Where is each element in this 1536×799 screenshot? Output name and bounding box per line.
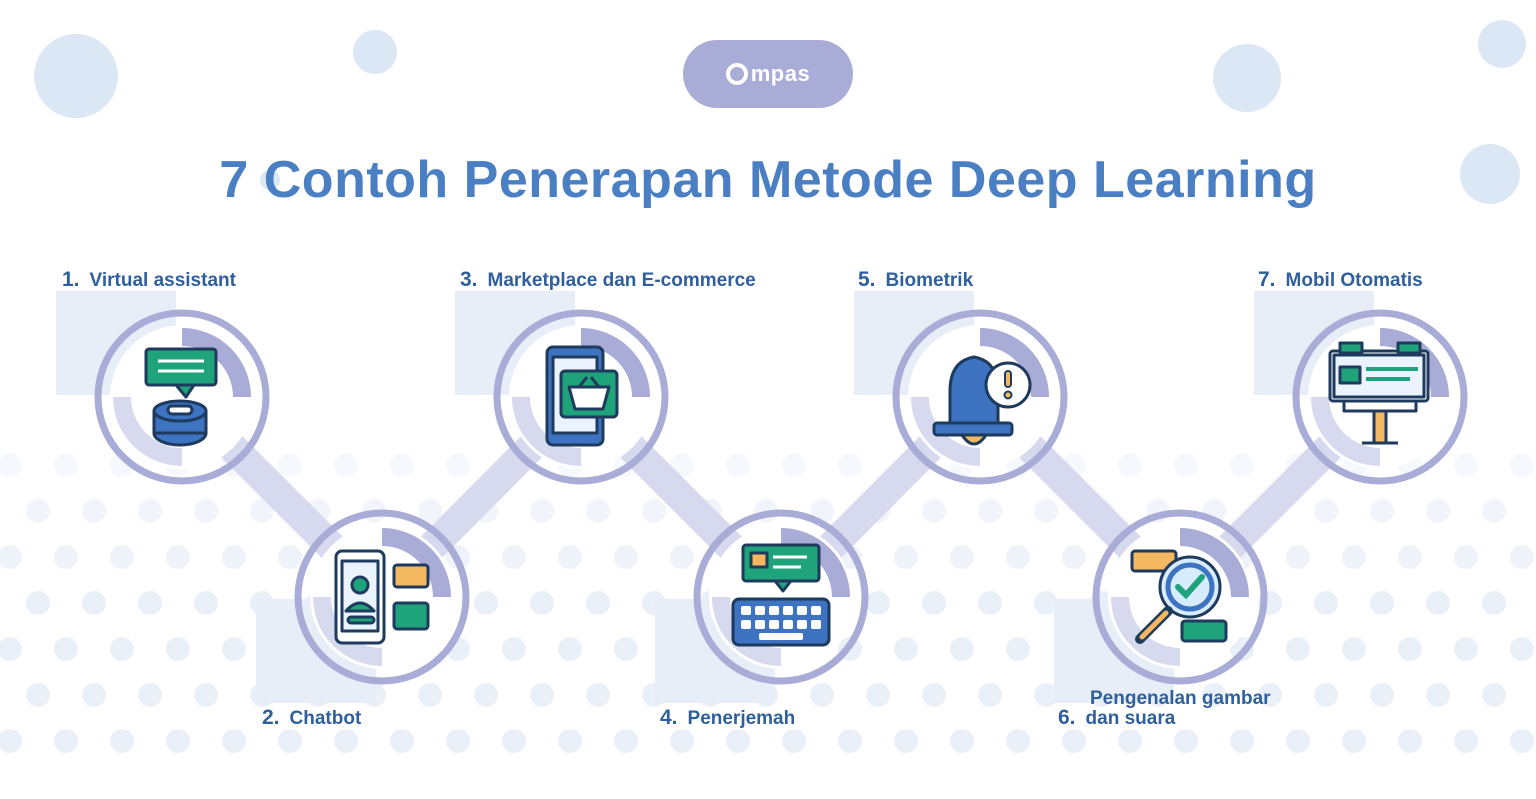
step-text: Mobil Otomatis [1285, 270, 1423, 291]
step-text: dan suara [1085, 708, 1176, 729]
node-outer-ring [94, 309, 270, 485]
step-number: 1. [62, 268, 80, 291]
magnifier-check-icon [1130, 549, 1228, 644]
step-label-6-line2: 6. dan suara [1058, 707, 1175, 730]
step-label-2: 2. Chatbot [262, 707, 361, 730]
node-inner-arc-light [113, 396, 183, 466]
step-number: 6. [1058, 706, 1076, 729]
node-inner-arc [1179, 528, 1249, 598]
node-inner-arc [381, 528, 451, 598]
compas-logo: mpas [683, 40, 853, 108]
step-label-1: 1. Virtual assistant [62, 269, 236, 292]
step-number: 5. [858, 268, 876, 291]
step-label-4: 4. Penerjemah [660, 707, 795, 730]
step-node-4 [655, 509, 869, 703]
node-outer-ring [693, 509, 869, 685]
node-outer-ring [1292, 309, 1468, 485]
step-label-5: 5. Biometrik [858, 269, 973, 292]
step-text: Marketplace dan E-commerce [487, 270, 756, 291]
node-inner-arc [780, 528, 850, 598]
step-node-3 [455, 291, 669, 485]
logo-ring-icon [725, 63, 748, 85]
page-title: 7 Contoh Penerapan Metode Deep Learning [219, 151, 1317, 209]
node-outer-ring [294, 509, 470, 685]
step-number: 4. [660, 706, 678, 729]
step-node-5 [854, 291, 1068, 485]
step-number: 7. [1258, 268, 1276, 291]
node-inner-arc [181, 328, 251, 398]
node-outer-ring [1092, 509, 1268, 685]
decorative-bubbles [34, 20, 1526, 204]
step-text: Pengenalan gambar [1090, 688, 1271, 709]
step-label-6-line1: Pengenalan gambar [1090, 688, 1271, 710]
robot-assistant-icon [144, 347, 218, 447]
node-inner-arc [580, 328, 650, 398]
node-inner-arc [979, 328, 1049, 398]
bell-alert-icon [932, 355, 1032, 446]
step-node-2 [256, 509, 470, 703]
step-node-1 [56, 291, 270, 485]
logo-text: mpas [750, 61, 811, 86]
step-node-7 [1254, 291, 1468, 485]
billboard-icon [1328, 341, 1430, 445]
phone-chat-icon [334, 549, 430, 645]
step-number: 2. [262, 706, 280, 729]
phone-basket-icon [545, 345, 619, 447]
step-text: Penerjemah [687, 708, 796, 729]
step-text: Biometrik [885, 270, 974, 291]
node-outer-ring [493, 309, 669, 485]
node-inner-arc-light [911, 396, 981, 466]
step-text: Chatbot [289, 708, 362, 729]
node-disc [110, 325, 254, 469]
step-number: 3. [460, 268, 478, 291]
node-inner-arc-light [1311, 396, 1381, 466]
step-label-7: 7. Mobil Otomatis [1258, 269, 1423, 292]
step-node-6 [1054, 509, 1268, 703]
keyboard-translate-icon [731, 543, 831, 647]
step-label-3: 3. Marketplace dan E-commerce [460, 269, 756, 292]
step-text: Virtual assistant [89, 270, 236, 291]
node-inner-arc-light [512, 396, 582, 466]
node-outer-ring [892, 309, 1068, 485]
